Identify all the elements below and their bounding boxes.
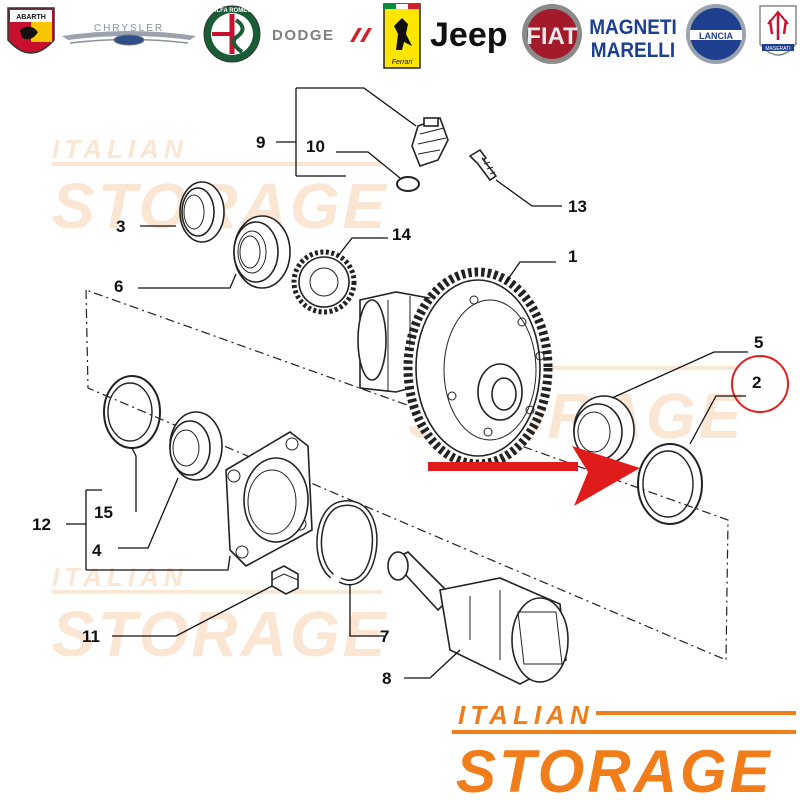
shim-ring-part-2 [637,443,703,525]
o-ring-part-10 [396,176,420,192]
ferrari-wordmark: Ferrari [392,59,413,66]
fiat-wordmark: FIAT [526,23,578,50]
seal-part-5 [573,395,635,465]
alfa-romeo-logo: ALFA ROMEO [203,5,261,63]
bearing-part-6 [233,215,291,289]
maserati-wordmark: MASERATI [765,46,790,52]
callout-2: 2 [752,373,761,392]
assembly-dashed-outline [85,289,729,661]
chrysler-wordmark: CHRYSLER [94,23,164,34]
abarth-wordmark: ABARTH [16,14,46,21]
red-pointer-arrow [428,446,640,506]
chrysler-logo: CHRYSLER [62,23,196,46]
callout-5: 5 [754,333,763,352]
watermark-bottom: ITALIAN STORAGE [52,562,388,670]
bolt-part-11 [271,565,299,595]
shim-ring-part-15 [103,375,161,449]
callout-7: 7 [380,627,389,646]
leader-lines [66,87,748,679]
jeep-logo: Jeep [430,16,508,54]
callout-13: 13 [568,197,587,216]
seal-part-4 [169,411,223,481]
speed-sensor-part-9 [411,116,449,167]
lancia-wordmark: LANCIA [699,31,733,41]
circlip-part-7 [316,500,378,586]
callout-11: 11 [82,627,100,646]
ferrari-logo: Ferrari [383,3,421,69]
dodge-logo: DODGE [272,27,372,44]
watermark-bottom-italian: ITALIAN [52,562,188,592]
lancia-logo: LANCIA [686,4,746,64]
italian-storage-footer-logo: ITALIAN STORAGE [452,700,796,800]
seal-part-3 [179,181,225,243]
callout-4: 4 [92,541,102,560]
magneti-marelli-logo: MAGNETI MARELLI [589,16,677,62]
callout-3: 3 [116,217,125,236]
maserati-logo: MASERATI [759,5,797,56]
bearing-carrier-part-12 [225,431,313,567]
callout-14: 14 [392,225,411,244]
callout-labels: 1 2 3 4 5 6 7 8 9 10 11 12 13 14 15 [32,133,763,688]
differential-part-1 [357,267,553,469]
brand-logo-strip: ABARTH CHRYSLER ALFA ROMEO DODGE [7,3,797,69]
watermark-top-italian: ITALIAN [52,134,188,164]
bolt-part-13 [468,148,498,182]
footer-logo-storage: STORAGE [456,738,773,800]
callout-9: 9 [256,133,265,152]
alfa-romeo-wordmark: ALFA ROMEO [212,8,252,14]
watermark-bottom-storage: STORAGE [52,598,388,670]
abarth-logo: ABARTH [7,7,55,54]
callout-2-highlight-circle [731,355,789,413]
callout-1: 1 [568,247,577,266]
callout-10: 10 [306,137,325,156]
footer-logo-italian: ITALIAN [458,700,594,730]
fiat-logo: FIAT [522,4,582,64]
callout-8: 8 [382,669,391,688]
marelli-wordmark: MARELLI [591,39,675,62]
callout-6: 6 [114,277,123,296]
callout-15: 15 [94,503,113,522]
speedo-gear-part-14 [291,249,357,315]
magneti-wordmark: MAGNETI [589,16,677,39]
drive-joint-part-8 [387,551,569,685]
jeep-wordmark: Jeep [430,16,508,54]
dodge-wordmark: DODGE [272,27,335,44]
callout-12: 12 [32,515,51,534]
